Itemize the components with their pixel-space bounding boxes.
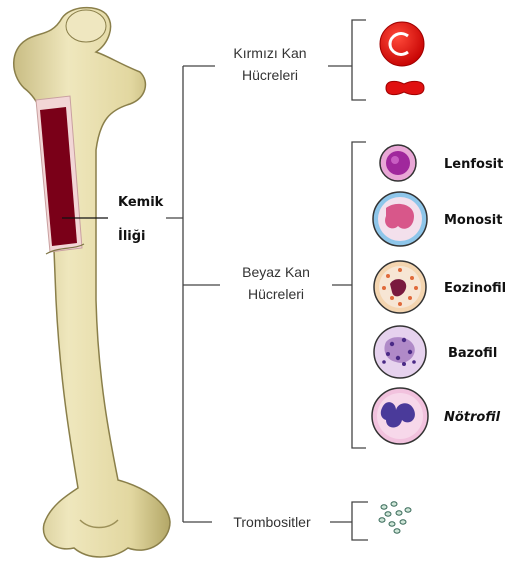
femur-silhouette [14, 8, 170, 557]
white-cells-label-line1: Beyaz Kan [242, 264, 310, 280]
white-cells-label-line2: Hücreleri [248, 286, 304, 302]
platelet-cluster [379, 502, 411, 533]
red-blood-cell-front [380, 22, 424, 66]
basophil-cell [374, 326, 426, 378]
bone-marrow-label-line1: Kemik [118, 195, 164, 210]
platelets-label: Trombositler [233, 514, 311, 530]
red-blood-cell-side [386, 81, 424, 94]
neutrophil-cell [372, 388, 428, 444]
neutrophil-label: Nötrofil [444, 410, 501, 425]
red-cells-label-line2: Hücreleri [242, 67, 298, 83]
femur-bone [14, 8, 170, 557]
eosinophil-label: Eozinofil [444, 281, 506, 296]
eosinophil-cell [374, 261, 426, 313]
femoral-head [66, 10, 106, 42]
monocyte-cell [373, 192, 427, 246]
basophil-label: Bazofil [448, 346, 497, 361]
monocyte-label: Monosit [444, 213, 502, 228]
lymphocyte-label: Lenfosit [444, 157, 503, 172]
red-cells-label-line1: Kırmızı Kan [233, 45, 306, 61]
tree-connectors [166, 20, 368, 540]
bone-marrow-label-line2: İliği [118, 228, 146, 244]
lymphocyte-cell [380, 145, 416, 181]
red-blood-cells [380, 22, 424, 95]
